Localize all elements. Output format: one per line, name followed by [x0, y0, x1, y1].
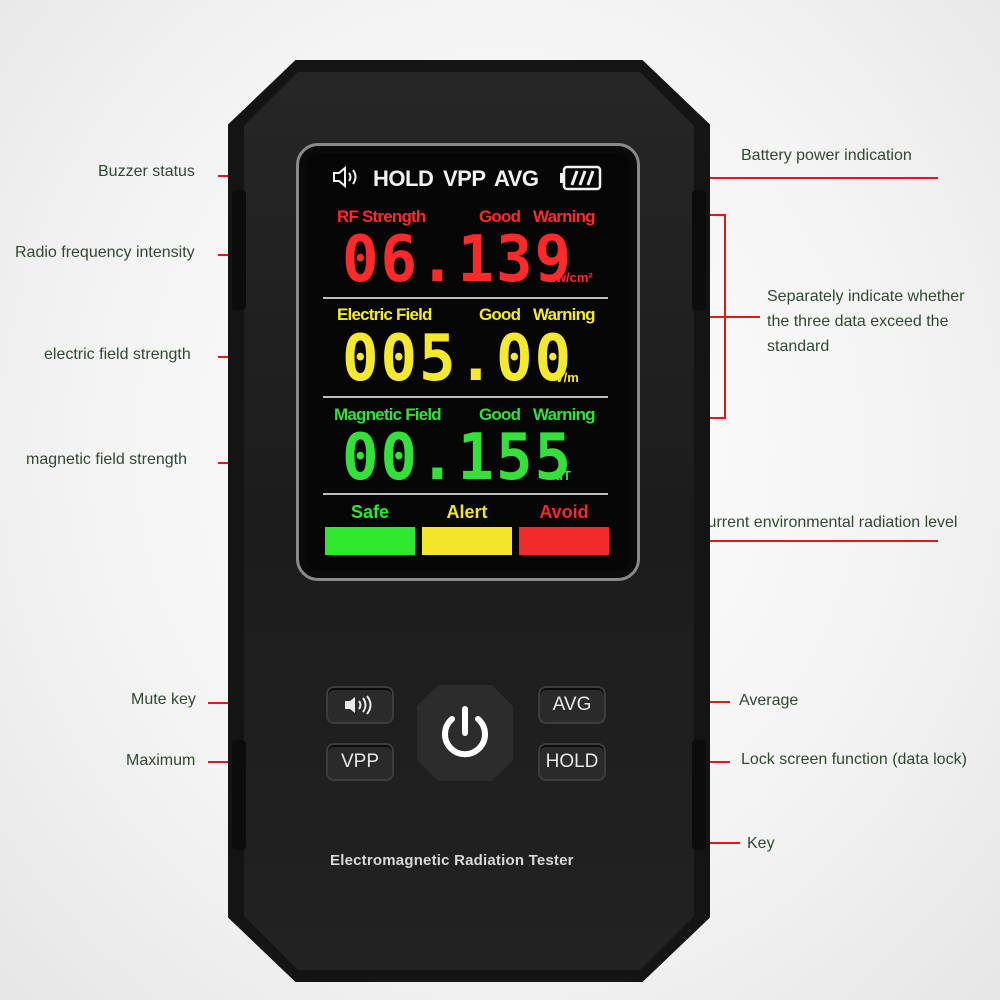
callout-lock-screen-function: Lock screen function (data lock)	[741, 751, 967, 768]
left-grip-upper	[232, 190, 246, 310]
power-icon	[433, 701, 497, 770]
left-grip-lower	[232, 740, 246, 850]
right-grip-upper	[692, 190, 706, 310]
vpp-button[interactable]: VPP	[326, 743, 394, 781]
magnetic-unit: uT	[555, 468, 571, 483]
device-title: Electromagnetic Radiation Tester	[330, 852, 574, 869]
right-grip-lower	[692, 740, 706, 850]
rf-value: 06.139	[342, 223, 574, 297]
callout-radio-frequency-intensity: Radio frequency intensity	[15, 244, 195, 261]
divider-magnetic	[323, 493, 608, 495]
callout-buzzer-status: Buzzer status	[98, 163, 195, 180]
magnetic-warning-label: Warning	[533, 405, 596, 424]
lcd-screen	[306, 153, 630, 571]
rf-unit: uw/cm²	[548, 270, 593, 285]
rf-warning-label: Warning	[533, 207, 596, 226]
callout-average: Average	[739, 692, 799, 709]
speaker-icon	[332, 165, 362, 194]
mute-button[interactable]	[326, 686, 394, 724]
electric-good-label: Good	[479, 305, 521, 324]
callout-separately-indicate: Separately indicate whether the three da…	[767, 288, 965, 355]
radiation-level-indicator: Safe Alert Avoid	[325, 502, 609, 558]
battery-icon	[560, 165, 604, 196]
level-label-alert: Alert	[446, 502, 488, 522]
hold-button[interactable]: HOLD	[538, 743, 606, 781]
callout-mute-key: Mute key	[131, 691, 196, 708]
callout-magnetic-field-strength: magnetic field strength	[26, 451, 187, 468]
magnetic-good-label: Good	[479, 405, 521, 424]
magnetic-value: 00.155	[342, 421, 574, 495]
rf-good-label: Good	[479, 207, 521, 226]
callout-electric-field-strength: electric field strength	[44, 346, 191, 363]
divider-electric	[323, 396, 608, 398]
magnetic-field-label: Magnetic Field	[334, 405, 442, 424]
callout-maximum: Maximum	[126, 752, 196, 769]
status-vpp: VPP	[443, 166, 486, 191]
electric-field-label: Electric Field	[337, 305, 432, 324]
level-bar-avoid	[519, 527, 609, 555]
callout-key: Key	[747, 835, 775, 852]
divider-rf	[323, 297, 608, 299]
level-label-avoid: Avoid	[539, 502, 589, 522]
electric-unit: V/m	[555, 370, 579, 385]
callout-battery-power-indication: Battery power indication	[741, 147, 912, 164]
rf-strength-label: RF Strength	[337, 207, 426, 226]
status-avg: AVG	[494, 166, 539, 191]
level-label-safe: Safe	[350, 502, 390, 522]
status-hold: HOLD	[373, 166, 434, 191]
level-bar-alert	[422, 527, 512, 555]
avg-button[interactable]: AVG	[538, 686, 606, 724]
level-bar-safe	[325, 527, 415, 555]
electric-warning-label: Warning	[533, 305, 596, 324]
speaker-icon	[345, 695, 372, 715]
callout-current-environmental-radiation-level: Current environmental radiation level	[696, 514, 958, 531]
electric-value: 005.00	[342, 322, 574, 396]
